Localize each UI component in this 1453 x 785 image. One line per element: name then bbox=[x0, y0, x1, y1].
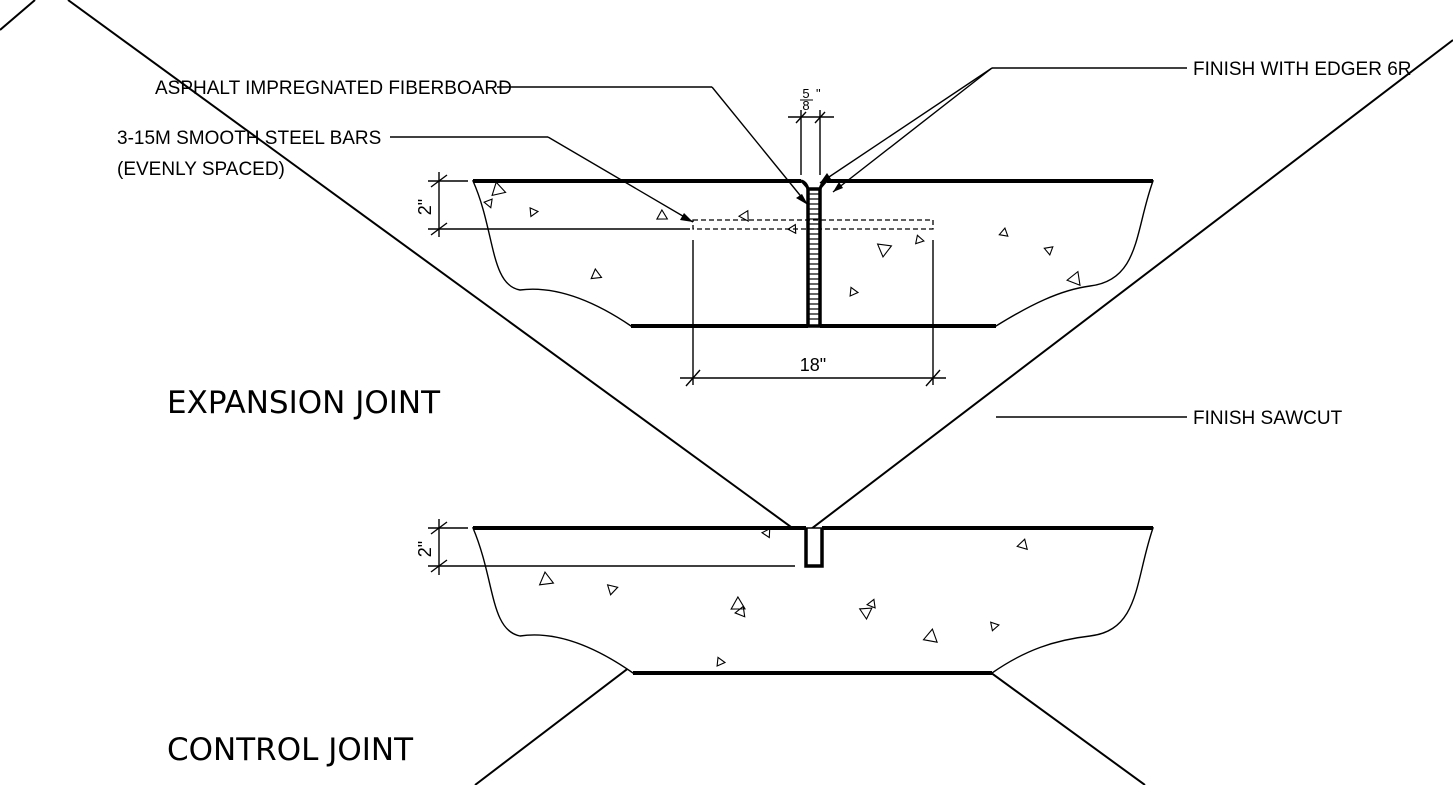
aggregate-mark bbox=[538, 571, 555, 586]
bar-length-dim: 18" bbox=[800, 355, 826, 375]
aggregate-mark bbox=[529, 207, 540, 218]
joint-width-dim-text: 5 8 " bbox=[800, 86, 821, 113]
aggregate-mark bbox=[876, 243, 893, 258]
control-joint-title: CONTROL JOINT bbox=[167, 732, 414, 768]
aggregate-expansion bbox=[483, 181, 1081, 297]
edger-leader-a bbox=[819, 67, 993, 184]
aggregate-mark bbox=[1043, 246, 1054, 256]
steel-bars-label-line2: (EVENLY SPACED) bbox=[117, 159, 285, 180]
aggregate-mark bbox=[606, 584, 619, 596]
diagonal-line-left-top bbox=[0, 0, 36, 31]
control-depth-dim: 2" bbox=[415, 541, 435, 557]
expansion-slab-left-body bbox=[471, 180, 809, 327]
steel-bars-leader bbox=[547, 136, 694, 223]
steel-bars-label-line1: 3-15M SMOOTH STEEL BARS bbox=[117, 128, 381, 149]
joint-width-numerator: 5 bbox=[802, 86, 809, 101]
edger-right bbox=[818, 179, 828, 190]
fiberboard-arrowhead bbox=[796, 194, 808, 205]
edger-label: FINISH WITH EDGER 6R bbox=[1193, 59, 1412, 80]
aggregate-mark bbox=[922, 628, 938, 643]
aggregate-mark bbox=[1066, 270, 1081, 287]
aggregate-mark bbox=[760, 527, 771, 539]
sawcut-label: FINISH SAWCUT bbox=[1193, 408, 1343, 429]
aggregate-mark bbox=[730, 595, 746, 610]
expansion-joint-title: EXPANSION JOINT bbox=[167, 385, 441, 421]
aggregate-mark bbox=[1016, 538, 1028, 551]
fiberboard-filler bbox=[806, 187, 822, 328]
steel-bars-arrowhead bbox=[680, 213, 693, 222]
aggregate-mark bbox=[849, 286, 860, 297]
aggregate-mark bbox=[655, 208, 669, 220]
dowel-bar-dashed bbox=[692, 219, 934, 230]
control-slab-body bbox=[471, 527, 1154, 674]
aggregate-mark bbox=[716, 656, 727, 667]
leader-lines bbox=[390, 67, 1187, 418]
aggregate-mark bbox=[737, 209, 749, 223]
control-joint-slab bbox=[471, 526, 1154, 675]
aggregate-mark bbox=[483, 198, 493, 209]
expansion-joint-slab bbox=[471, 179, 1155, 328]
leader-arrowheads bbox=[680, 173, 843, 222]
aggregate-mark bbox=[989, 621, 1000, 632]
edger-arrowhead-a bbox=[820, 173, 831, 183]
expansion-depth-dim: 2" bbox=[415, 199, 435, 215]
aggregate-mark bbox=[786, 223, 797, 235]
expansion-slab-right-body bbox=[819, 180, 1155, 327]
joint-width-denominator: 8 bbox=[802, 98, 809, 113]
aggregate-mark bbox=[491, 181, 507, 197]
sawcut-groove bbox=[804, 528, 824, 568]
aggregate-control bbox=[538, 527, 1028, 667]
aggregate-mark bbox=[858, 607, 873, 621]
aggregate-mark bbox=[998, 227, 1009, 237]
fiberboard-leader bbox=[711, 86, 809, 206]
edger-leader-b bbox=[832, 67, 993, 193]
joint-width-unit: " bbox=[816, 86, 821, 101]
edger-left bbox=[800, 179, 810, 190]
aggregate-mark bbox=[590, 267, 603, 280]
aggregate-mark bbox=[866, 598, 876, 609]
fiberboard-label: ASPHALT IMPREGNATED FIBERBOARD bbox=[155, 78, 512, 99]
dimension-lines bbox=[428, 110, 946, 575]
edger-arrowhead-b bbox=[833, 182, 843, 192]
aggregate-mark bbox=[914, 234, 925, 245]
fiberboard-hatch bbox=[809, 193, 819, 320]
aggregate-mark bbox=[734, 605, 746, 618]
